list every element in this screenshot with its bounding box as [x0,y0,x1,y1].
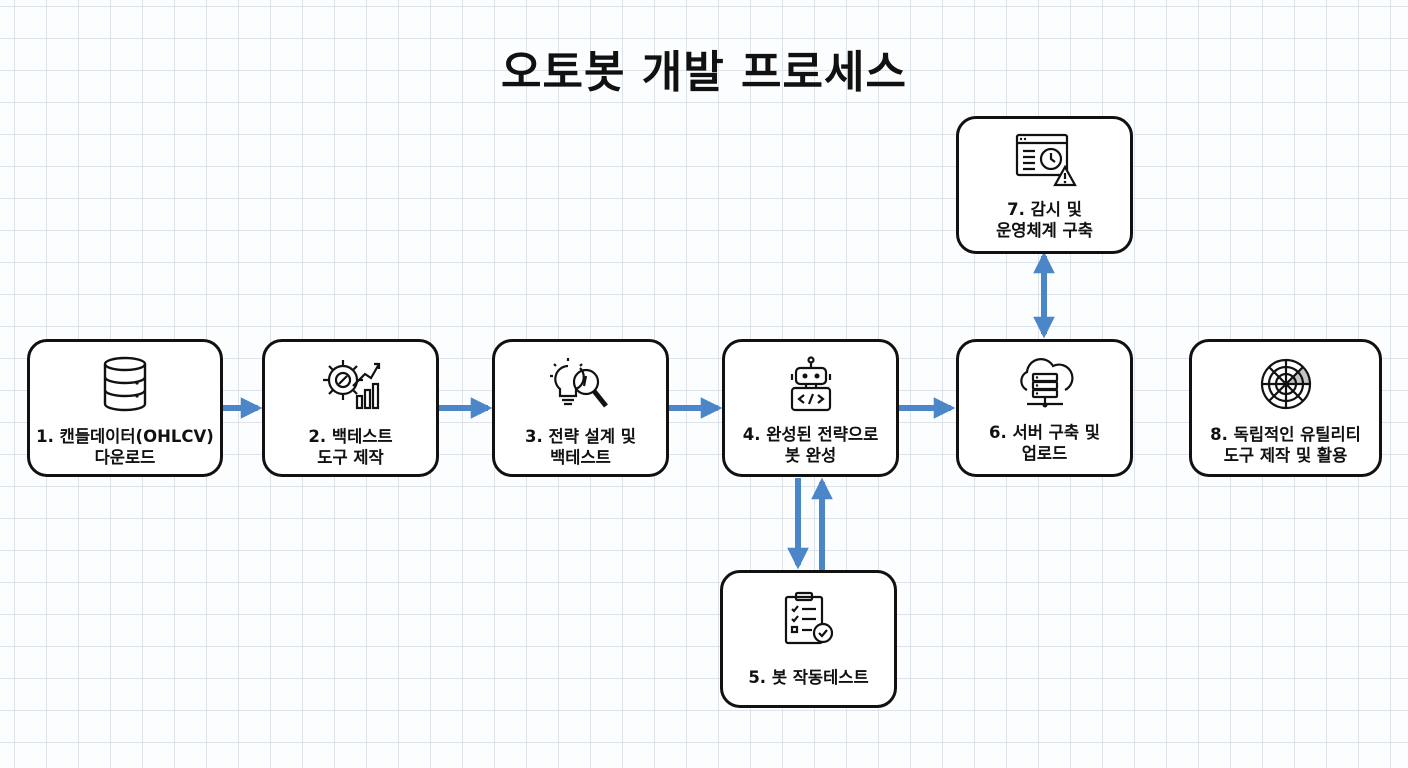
step-5-box: 5. 봇 작동테스트 [720,570,897,708]
step-6-label: 6. 서버 구축 및 업로드 [989,423,1100,463]
step-2-box: 2. 백테스트 도구 제작 [262,339,439,477]
monitor-alert-icon [1015,133,1077,187]
database-icon [103,356,147,412]
cloud-server-icon [1019,358,1074,408]
step-1-box: 1. 캔들데이터(OHLCV) 다운로드 [27,339,223,477]
step-1-label: 1. 캔들데이터(OHLCV) 다운로드 [36,427,214,467]
lightbulb-magnifier-icon [549,358,608,408]
checklist-icon [784,591,833,645]
step-3-box: 3. 전략 설계 및 백테스트 [492,339,669,477]
step-4-box: 4. 완성된 전략으로 봇 완성 [722,339,899,477]
step-8-label: 8. 독립적인 유틸리티 도구 제작 및 활용 [1210,425,1361,465]
radar-icon [1260,358,1311,410]
gear-chart-icon [322,360,380,410]
step-4-label: 4. 완성된 전략으로 봇 완성 [742,425,879,465]
robot-icon [790,356,831,412]
step-2-label: 2. 백테스트 도구 제작 [308,427,393,467]
step-5-label: 5. 봇 작동테스트 [748,668,869,687]
step-6-box: 6. 서버 구축 및 업로드 [956,339,1133,477]
diagram-title: 오토봇 개발 프로세스 [501,47,907,98]
step-8-box: 8. 독립적인 유틸리티 도구 제작 및 활용 [1189,339,1382,477]
step-7-box: 7. 감시 및 운영체계 구축 [956,116,1133,254]
step-7-label: 7. 감시 및 운영체계 구축 [996,200,1093,240]
step-3-label: 3. 전략 설계 및 백테스트 [525,427,636,467]
